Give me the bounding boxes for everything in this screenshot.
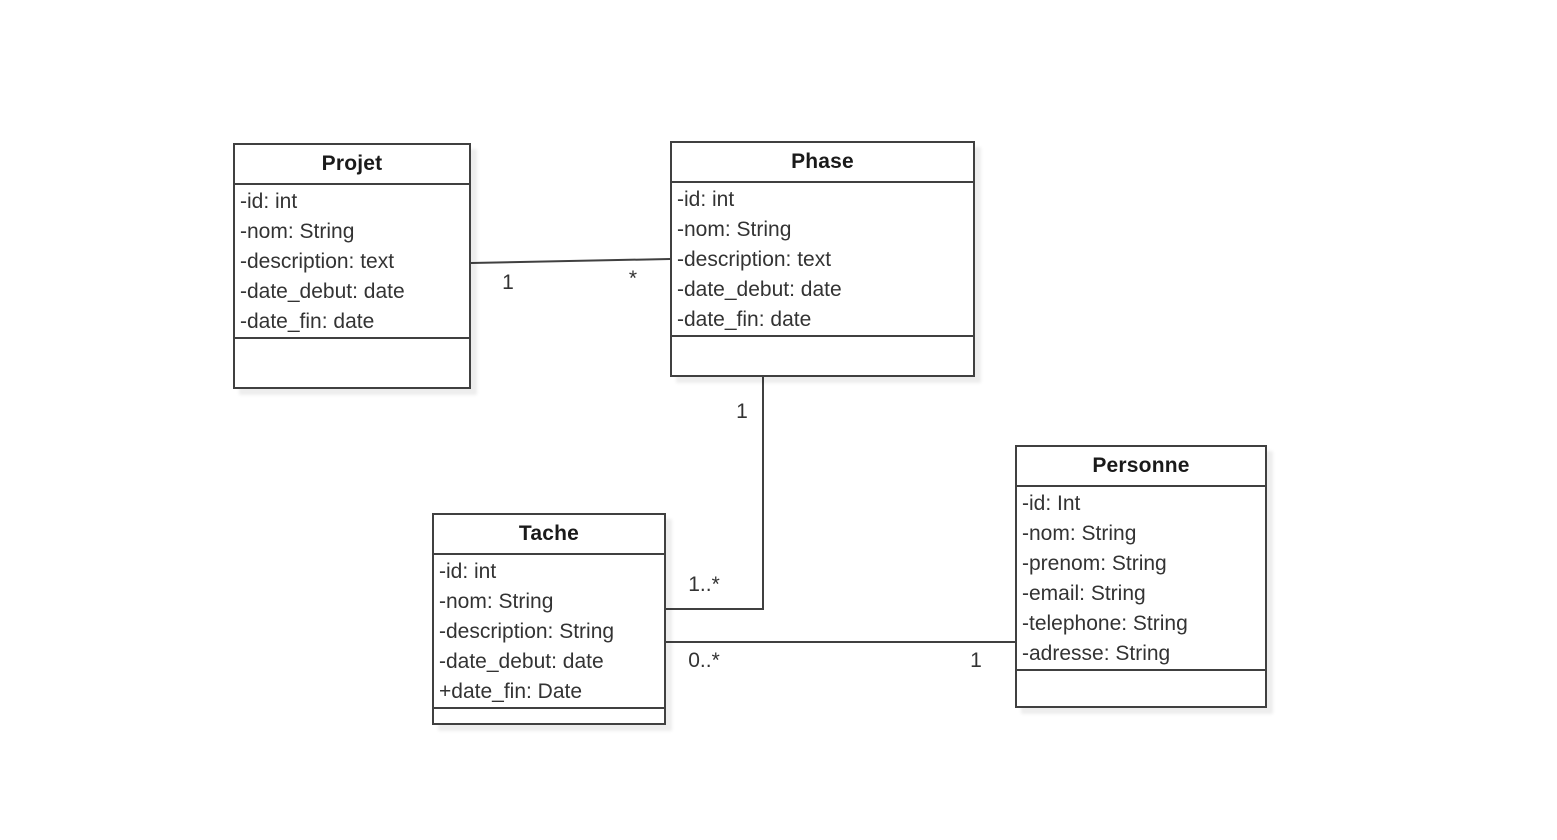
class-projet-methods-empty — [235, 337, 469, 387]
attribute-row: -description: text — [240, 250, 395, 273]
class-tache-title: Tache — [434, 515, 664, 555]
attribute-row: -id: Int — [1022, 492, 1081, 515]
class-personne-methods-empty — [1017, 669, 1265, 706]
attribute-row: -date_fin: date — [677, 308, 812, 331]
attribute-row: -id: int — [240, 190, 298, 213]
attribute-row: -date_fin: date — [240, 310, 375, 333]
class-personne-title: Personne — [1017, 447, 1265, 487]
class-projet[interactable]: Projet -id: int -nom: String -descriptio… — [233, 143, 471, 389]
attribute-row: -id: int — [677, 188, 735, 211]
attribute-row: -date_debut: date — [240, 280, 405, 303]
class-projet-title: Projet — [235, 145, 469, 185]
attribute-row: -id: int — [439, 560, 497, 583]
multiplicity-personne-target[interactable]: 1 — [970, 649, 982, 672]
attribute-row: +date_fin: Date — [439, 680, 583, 703]
attribute-row: -nom: String — [240, 220, 355, 243]
multiplicity-projet-source[interactable]: 1 — [502, 271, 514, 294]
class-phase-attributes: -id: int -nom: String -description: text… — [672, 183, 973, 335]
class-tache-methods-empty — [434, 707, 664, 723]
class-phase[interactable]: Phase -id: int -nom: String -description… — [670, 141, 975, 377]
class-personne[interactable]: Personne -id: Int -nom: String -prenom: … — [1015, 445, 1267, 708]
attribute-row: -adresse: String — [1022, 642, 1171, 665]
edge-projet-phase[interactable] — [470, 258, 671, 264]
class-personne-attributes: -id: Int -nom: String -prenom: String -e… — [1017, 487, 1265, 669]
multiplicity-phase-target[interactable]: * — [628, 267, 638, 290]
attribute-row: -nom: String — [439, 590, 554, 613]
attribute-row: -date_debut: date — [677, 278, 842, 301]
multiplicity-phase-source[interactable]: 1 — [736, 400, 748, 423]
attribute-row: -prenom: String — [1022, 552, 1167, 575]
attribute-row: -email: String — [1022, 582, 1146, 605]
attribute-row: -description: text — [677, 248, 832, 271]
edge-phase-tache[interactable] — [666, 377, 764, 610]
attribute-row: -description: String — [439, 620, 615, 643]
multiplicity-tache-source[interactable]: 0..* — [688, 649, 720, 672]
class-phase-title: Phase — [672, 143, 973, 183]
attribute-row: -nom: String — [677, 218, 792, 241]
multiplicity-tache-target[interactable]: 1..* — [688, 573, 720, 596]
attribute-row: -date_debut: date — [439, 650, 604, 673]
attribute-row: -telephone: String — [1022, 612, 1188, 635]
attribute-row: -nom: String — [1022, 522, 1137, 545]
class-tache-attributes: -id: int -nom: String -description: Stri… — [434, 555, 664, 707]
class-tache[interactable]: Tache -id: int -nom: String -description… — [432, 513, 666, 725]
class-projet-attributes: -id: int -nom: String -description: text… — [235, 185, 469, 337]
class-phase-methods-empty — [672, 335, 973, 375]
